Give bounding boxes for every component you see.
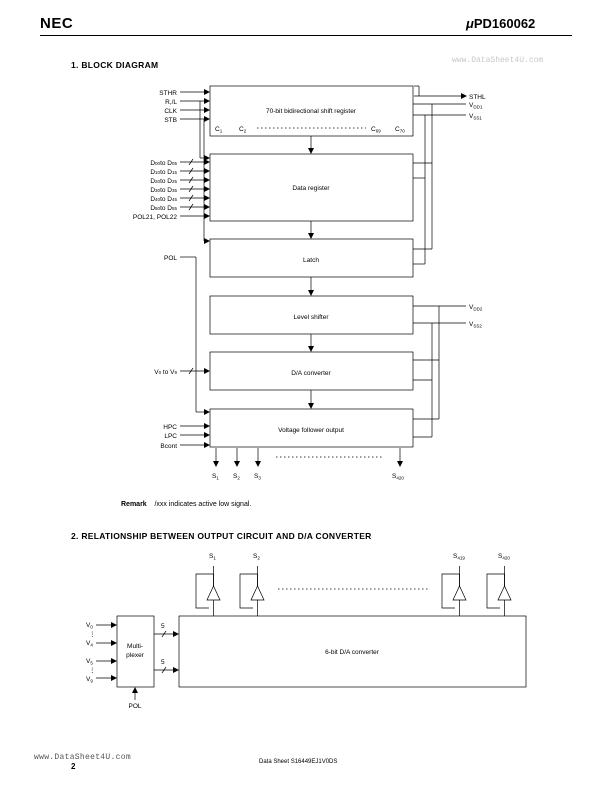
watermark: www.DataSheet4U.com — [452, 56, 544, 65]
latch-label: Latch — [303, 257, 319, 264]
output-s3: S3 — [254, 473, 261, 481]
nec-logo: NEC — [40, 15, 74, 32]
tap-c70: C70 — [395, 126, 405, 134]
remark: Remark /xxx indicates active low signal. — [121, 501, 251, 508]
shift-register-block — [209, 85, 414, 137]
six-bit-dac-block — [178, 615, 527, 688]
output-s2: S2 — [233, 473, 240, 481]
bus-width-upper: 5 — [161, 623, 165, 630]
output-buffer-s420 — [486, 566, 512, 616]
level-shifter-label: Level shifter — [293, 314, 329, 321]
s2-out-s419: S419 — [453, 553, 465, 561]
mu-symbol: μ — [466, 16, 474, 31]
input-v0-v9: V0 to V9 — [154, 369, 177, 376]
section-2-title: 2. RELATIONSHIP BETWEEN OUTPUT CIRCUIT A… — [71, 531, 372, 541]
mux-pol-label: POL — [128, 703, 141, 710]
output-sthl: STHL — [469, 94, 486, 101]
part-number: μPD160062 — [466, 16, 535, 31]
mux-in-v4: V4 — [86, 640, 93, 648]
output-s1: S1 — [212, 473, 219, 481]
mux-dots-1: ⋮ — [89, 631, 96, 638]
mux-in-v0: V0 — [86, 622, 93, 630]
mux-label-line2: plexer — [126, 652, 145, 659]
input-lpc: LPC — [164, 433, 177, 440]
s2-out-s420: S420 — [498, 553, 510, 561]
shift-register-label: 70-bit bidirectional shift register — [266, 108, 357, 115]
supply-vss2: VSS2 — [469, 321, 482, 329]
supply-vss1: VSS1 — [469, 113, 482, 121]
voltage-follower-block — [209, 408, 414, 448]
voltage-follower-label: Voltage follower output — [278, 427, 344, 434]
da-converter-block — [209, 351, 414, 391]
footer-site[interactable]: www.DataSheet4U.com — [34, 753, 131, 762]
data-register-label: Data register — [292, 185, 330, 192]
latch-block — [209, 238, 414, 278]
input-pol: POL — [164, 255, 177, 262]
input-d00-d05: D00to D05 — [150, 160, 177, 167]
remark-label: Remark — [121, 501, 147, 508]
output-buffer-s1 — [195, 566, 221, 616]
data-register-block — [209, 153, 414, 222]
da-converter-label: D/A converter — [291, 370, 331, 377]
part-number-text: PD160062 — [473, 16, 536, 31]
output-s420: S420 — [392, 473, 404, 481]
header-rule — [40, 35, 572, 36]
tap-c2: C2 — [239, 126, 247, 134]
input-d30-d35: D30to D35 — [150, 187, 177, 194]
input-d40-d45: D40to D45 — [150, 196, 177, 203]
footer-doc-number: Data Sheet S16449EJ1V0DS — [259, 759, 338, 765]
input-stb: STB — [164, 117, 177, 124]
input-pol21-pol22: POL21, POL22 — [133, 214, 177, 221]
tap-c69: C69 — [371, 126, 381, 134]
tap-c1: C1 — [215, 126, 223, 134]
input-hpc: HPC — [163, 424, 177, 431]
input-d50-d55: D50to D55 — [150, 205, 177, 212]
output-buffer-s419 — [441, 566, 467, 616]
input-sthr: STHR — [159, 90, 177, 97]
input-clk: CLK — [164, 108, 177, 115]
output-buffer-s2 — [239, 566, 265, 616]
mux-dots-2: ⋮ — [89, 667, 96, 674]
mux-in-v5: V5 — [86, 658, 93, 666]
s2-out-s1: S1 — [209, 553, 216, 561]
mux-in-v9: V9 — [86, 676, 93, 684]
input-d20-d25: D20to D25 — [150, 178, 177, 185]
supply-vdd2: VDD2 — [469, 304, 483, 312]
remark-text: /xxx indicates active low signal. — [154, 501, 252, 508]
dac-label: 6-bit D/A converter — [325, 649, 380, 656]
page-number: 2 — [71, 762, 76, 771]
level-shifter-block — [209, 295, 414, 335]
bus-width-lower: 5 — [161, 659, 165, 666]
input-bcont: Bcont — [160, 443, 177, 450]
input-rl: R,/L — [165, 99, 177, 106]
mux-label-line1: Multi- — [127, 643, 143, 650]
s2-out-s2: S2 — [253, 553, 260, 561]
section-1-title: 1. BLOCK DIAGRAM — [71, 60, 159, 70]
input-d10-d15: D10to D15 — [150, 169, 177, 176]
supply-vdd1: VDD1 — [469, 102, 483, 110]
